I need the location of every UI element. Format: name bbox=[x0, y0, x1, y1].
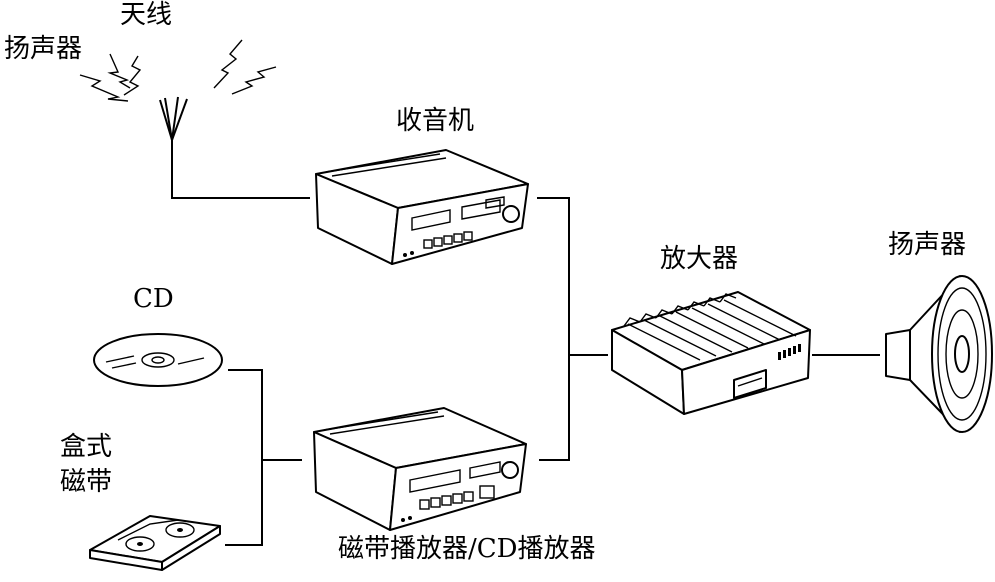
tape-cd-player-icon bbox=[313, 407, 527, 531]
cassette-label: 盒式 磁带 bbox=[60, 432, 113, 498]
antenna-icon bbox=[159, 96, 188, 141]
antenna-speaker-label: 扬声器 bbox=[4, 34, 83, 64]
radio-label: 收音机 bbox=[396, 106, 475, 136]
compact-disc-icon bbox=[93, 333, 223, 387]
connection-lines bbox=[171, 140, 880, 546]
antenna-label: 天线 bbox=[120, 0, 173, 30]
output-speaker-label: 扬声器 bbox=[888, 230, 967, 260]
radio-receiver-icon bbox=[315, 149, 529, 265]
player-label: 磁带播放器/CD播放器 bbox=[338, 534, 596, 564]
lightning-bolt-icon bbox=[79, 39, 277, 102]
cassette-tape-icon bbox=[89, 515, 221, 571]
cd-label: CD bbox=[133, 284, 174, 314]
loudspeaker-icon bbox=[885, 275, 993, 433]
amplifier-label: 放大器 bbox=[660, 244, 739, 274]
amplifier-icon bbox=[611, 291, 811, 415]
